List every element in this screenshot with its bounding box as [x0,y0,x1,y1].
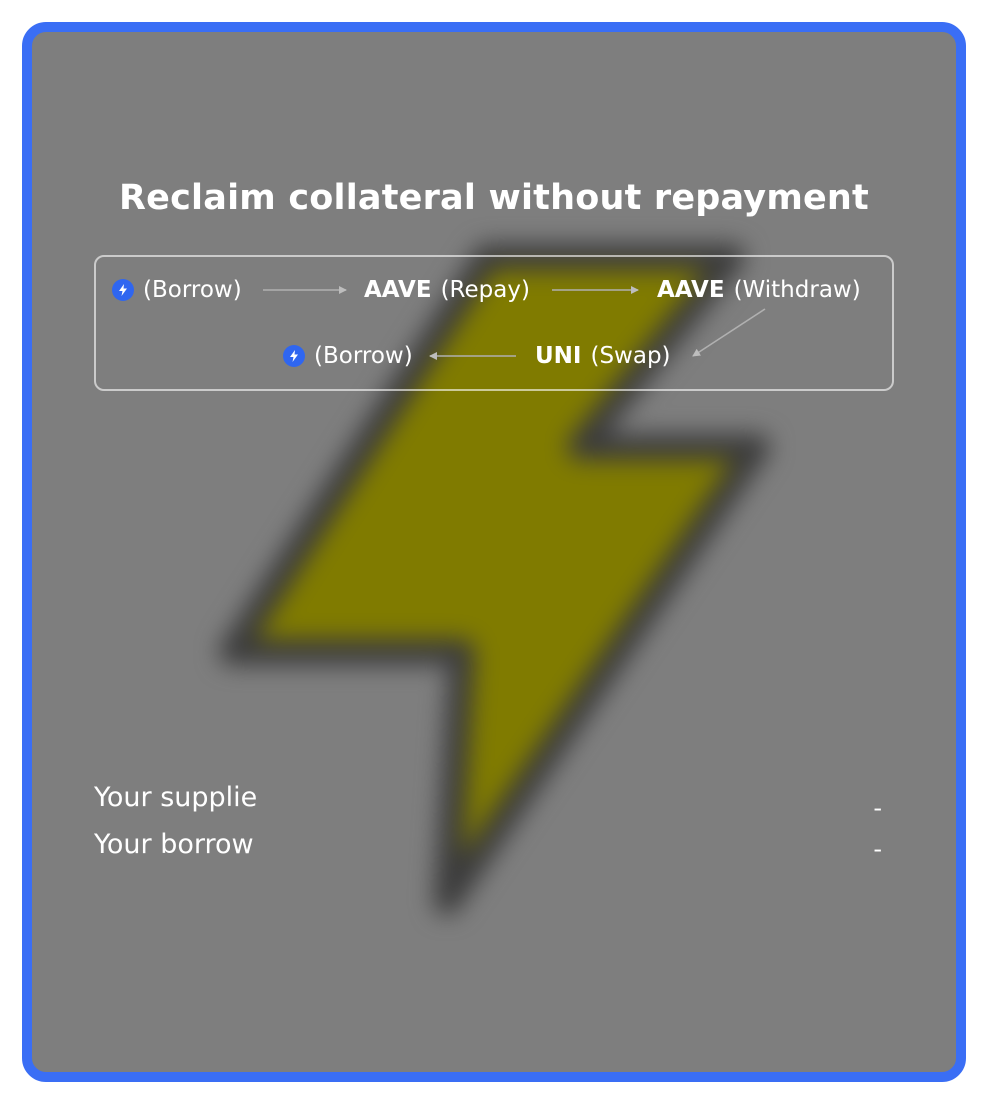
flow-step-action: (Withdraw) [733,277,861,303]
flow-arrow-3 [692,308,766,357]
your-borrow-label: Your borrow [94,829,254,860]
flash-loan-icon [283,345,305,367]
flow-arrows [263,286,766,360]
flow-step-action: (Swap) [590,343,671,369]
flow-step-token: AAVE [364,277,432,303]
flow-step-action: (Borrow) [314,343,413,369]
flow-step-aave-repay: AAVE (Repay) [364,273,530,307]
flow-step-uni-swap: UNI (Swap) [535,339,671,373]
strategy-card[interactable]: Reclaim collateral without repayment (Bo… [22,22,966,1082]
flow-step-action: (Repay) [440,277,530,303]
flash-loan-icon [112,279,134,301]
flow-step-token: AAVE [657,277,725,303]
card-title: Reclaim collateral without repayment [119,178,869,218]
flow-step-borrow-flash: (Borrow) [112,273,242,307]
flow-step-token: UNI [535,343,582,369]
your-supplies-value: - [873,794,882,822]
your-supplies-label: Your supplie [94,782,258,813]
your-borrow-value: - [873,835,882,863]
flow-step-aave-withdraw: AAVE (Withdraw) [657,273,861,307]
flow-step-borrow-flash-return: (Borrow) [283,339,413,373]
strategy-flow-diagram: (Borrow) AAVE (Repay) AAVE (Withdraw) UN… [94,255,894,391]
flow-step-action: (Borrow) [143,277,242,303]
